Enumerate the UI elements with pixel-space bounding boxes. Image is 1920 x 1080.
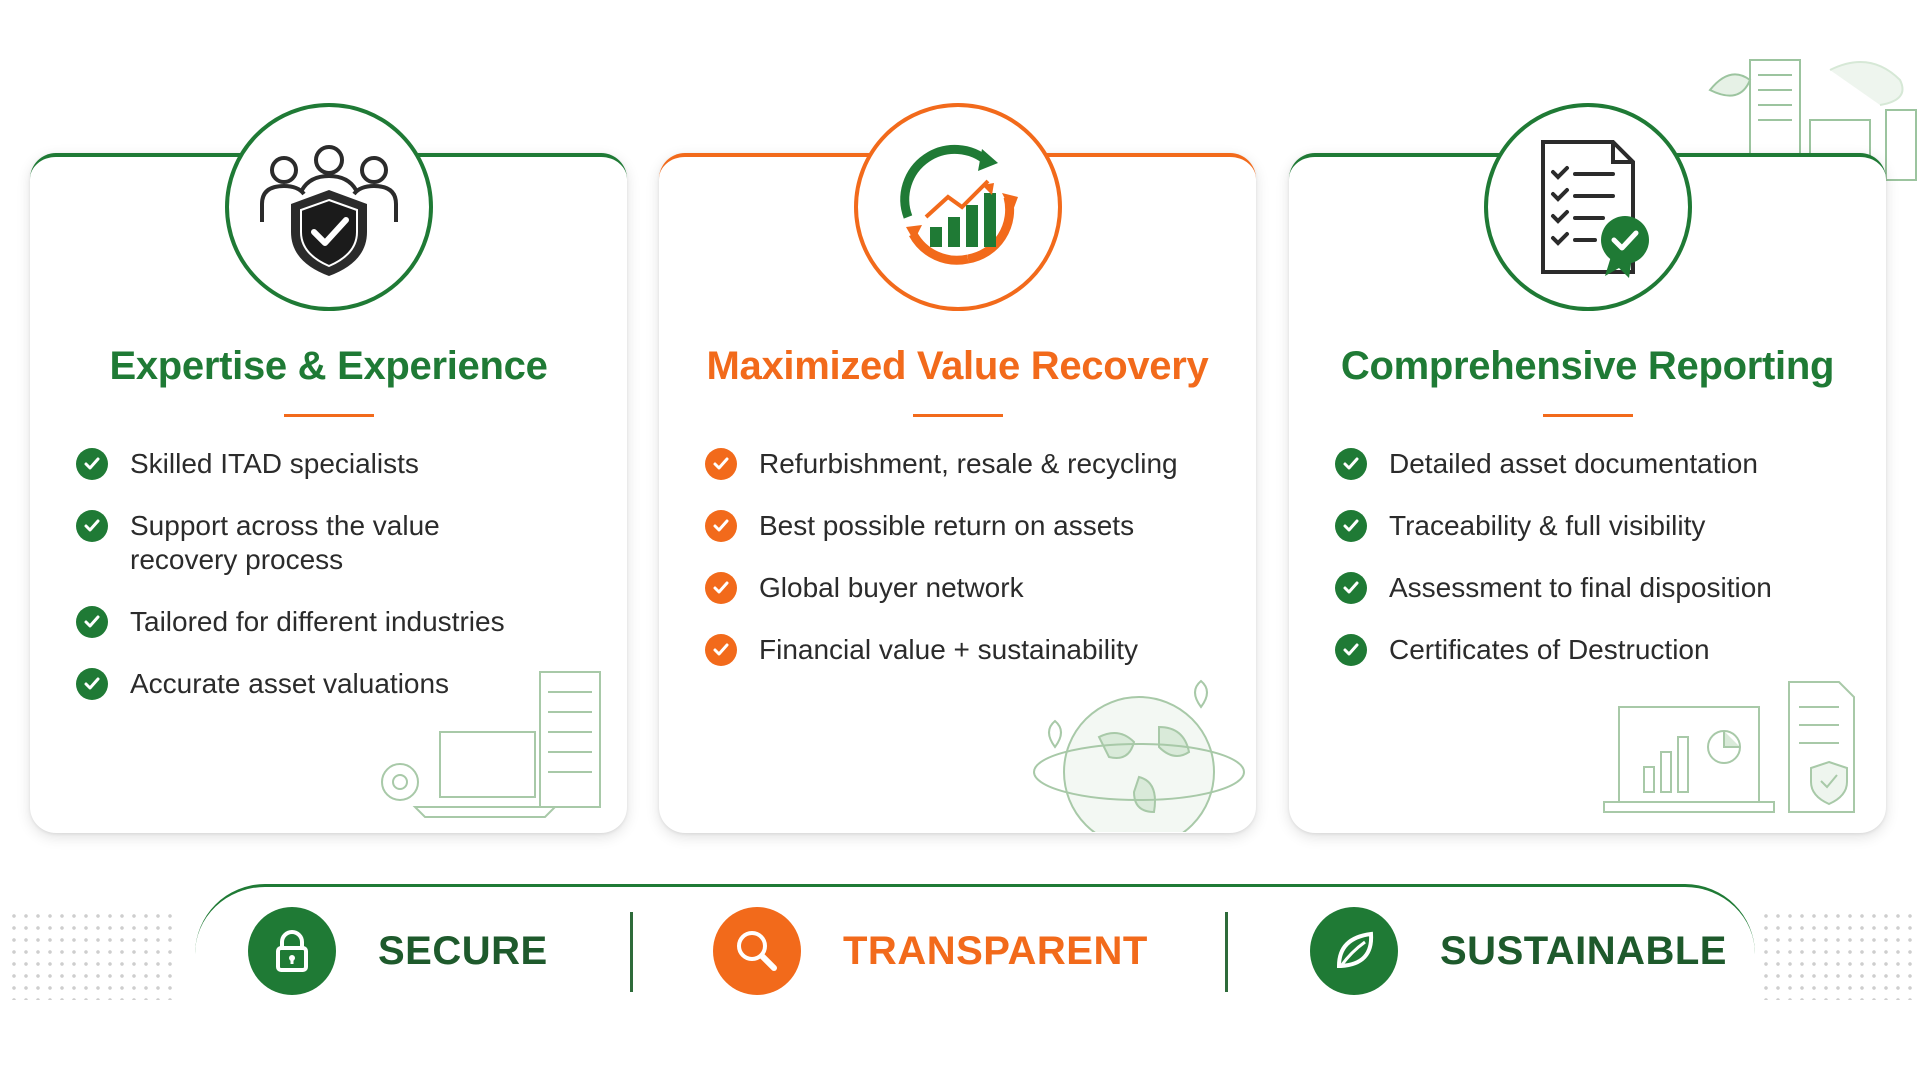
pillar-sustainable: SUSTAINABLE bbox=[1310, 906, 1727, 996]
check-icon bbox=[76, 448, 108, 480]
list-item: Support across the value recovery proces… bbox=[76, 509, 603, 577]
pillars-ribbon bbox=[195, 884, 1755, 1024]
feature-list: Refurbishment, resale & recycling Best p… bbox=[705, 447, 1232, 695]
list-item-text: Refurbishment, resale & recycling bbox=[759, 448, 1178, 479]
list-item-text: Global buyer network bbox=[759, 572, 1024, 603]
list-item-text: Assessment to final disposition bbox=[1389, 572, 1772, 603]
list-item-text: Tailored for different industries bbox=[130, 606, 505, 637]
globe-illustration bbox=[1033, 679, 1245, 832]
feature-list: Detailed asset documentation Traceabilit… bbox=[1335, 447, 1862, 695]
list-item-text: Skilled ITAD specialists bbox=[130, 448, 419, 479]
check-icon bbox=[1335, 572, 1367, 604]
list-item: Assessment to final disposition bbox=[1335, 571, 1862, 605]
list-item: Refurbishment, resale & recycling bbox=[705, 447, 1232, 481]
card-expertise: Expertise & Experience Skilled ITAD spec… bbox=[30, 103, 627, 833]
list-item: Accurate asset valuations bbox=[76, 667, 603, 701]
list-item: Skilled ITAD specialists bbox=[76, 447, 603, 481]
list-item: Traceability & full visibility bbox=[1335, 509, 1862, 543]
check-icon bbox=[76, 606, 108, 638]
pillar-label: SECURE bbox=[378, 928, 548, 973]
check-icon bbox=[705, 634, 737, 666]
list-item-text: Detailed asset documentation bbox=[1389, 448, 1758, 479]
pillar-divider bbox=[630, 912, 633, 992]
card-badge bbox=[853, 103, 1062, 311]
list-item: Global buyer network bbox=[705, 571, 1232, 605]
dot-pattern-right bbox=[1760, 910, 1920, 1000]
list-item-text: Best possible return on assets bbox=[759, 510, 1135, 541]
list-item-text: Traceability & full visibility bbox=[1389, 510, 1706, 541]
pillar-label: TRANSPARENT bbox=[843, 928, 1148, 973]
card-badge bbox=[224, 103, 433, 311]
card-title: Comprehensive Reporting bbox=[1340, 344, 1835, 388]
list-item: Detailed asset documentation bbox=[1335, 447, 1862, 481]
list-item: Best possible return on assets bbox=[705, 509, 1232, 543]
list-item-text: Financial value + sustainability bbox=[759, 634, 1138, 665]
feature-list: Skilled ITAD specialists Support across … bbox=[76, 447, 603, 729]
server-laptop-illustration bbox=[1708, 59, 1917, 181]
leaf-icon bbox=[1310, 907, 1398, 995]
card-title: Maximized Value Recovery bbox=[706, 344, 1209, 388]
pillar-divider bbox=[1225, 912, 1228, 992]
check-icon bbox=[76, 668, 108, 700]
check-icon bbox=[705, 510, 737, 542]
report-dashboard-illustration bbox=[1603, 681, 1855, 813]
pillar-secure: SECURE bbox=[248, 906, 548, 996]
check-icon bbox=[705, 448, 737, 480]
check-icon bbox=[1335, 448, 1367, 480]
check-icon bbox=[1335, 510, 1367, 542]
laptop-server-illustration bbox=[381, 671, 601, 818]
card-value-recovery: Maximized Value Recovery Refurbishment, … bbox=[659, 103, 1256, 833]
title-underline bbox=[912, 414, 1003, 417]
title-underline bbox=[1542, 414, 1633, 417]
list-item: Certificates of Destruction bbox=[1335, 633, 1862, 667]
list-item: Tailored for different industries bbox=[76, 605, 603, 639]
pillar-transparent: TRANSPARENT bbox=[713, 906, 1148, 996]
card-reporting: Comprehensive Reporting Detailed asset d… bbox=[1289, 103, 1886, 833]
list-item-text: Certificates of Destruction bbox=[1389, 634, 1710, 665]
growth-cycle-icon bbox=[899, 144, 1018, 265]
check-icon bbox=[76, 510, 108, 542]
lock-icon bbox=[248, 907, 336, 995]
dot-pattern-left bbox=[8, 910, 178, 1000]
certified-report-icon bbox=[1540, 140, 1649, 278]
list-item-text: Accurate asset valuations bbox=[130, 668, 450, 699]
check-icon bbox=[705, 572, 737, 604]
magnifier-icon bbox=[713, 907, 801, 995]
check-icon bbox=[1335, 634, 1367, 666]
card-title: Expertise & Experience bbox=[109, 344, 548, 388]
pillar-label: SUSTAINABLE bbox=[1440, 928, 1727, 973]
card-badge bbox=[1483, 103, 1692, 311]
list-item: Financial value + sustainability bbox=[705, 633, 1232, 667]
team-shield-icon bbox=[259, 145, 398, 276]
list-item-text: Support across the value recovery proces… bbox=[130, 510, 440, 575]
title-underline bbox=[283, 414, 374, 417]
